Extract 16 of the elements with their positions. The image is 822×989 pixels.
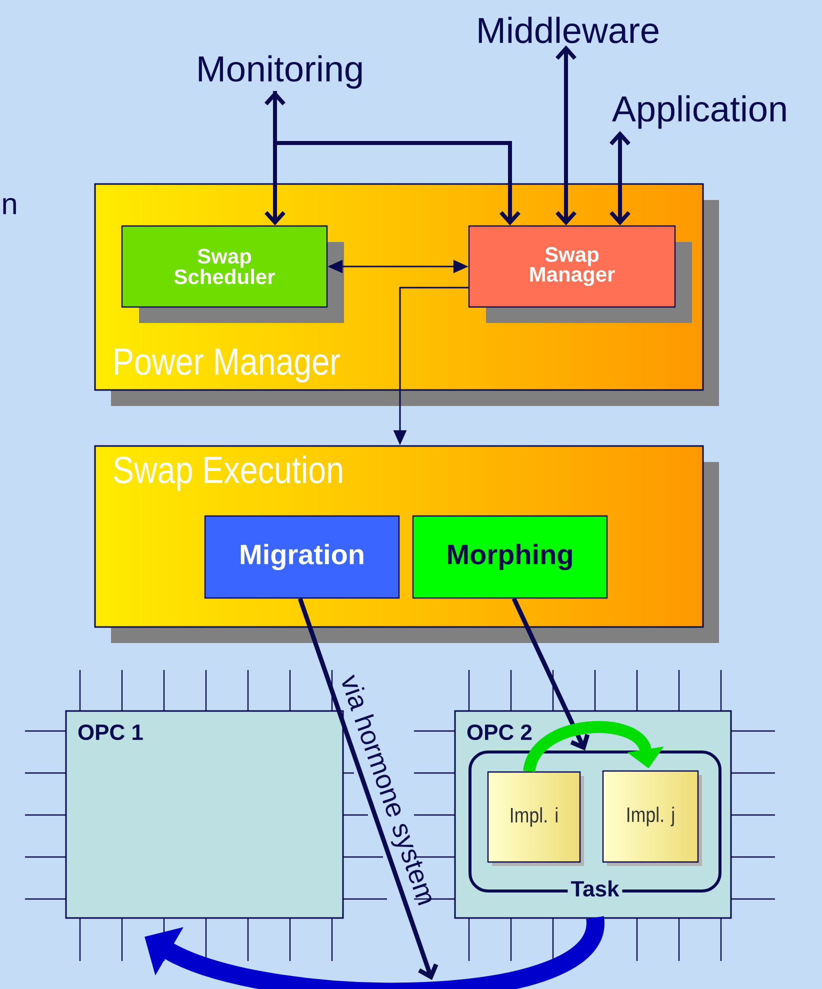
function-box: Migration [204,515,400,599]
heading-text: Application [612,95,786,129]
heading-text: Middleware [478,16,658,44]
arrow [273,91,520,226]
heading-text: Monitoring [198,55,362,89]
arrow [556,45,576,226]
cut-off-text: n [3,198,16,214]
function-box: Swap Manager [468,225,692,323]
arrow [610,131,630,226]
arrow [264,91,286,226]
function-box: Morphing [412,515,608,599]
arrow [512,598,590,750]
arrow [298,598,438,980]
implementation-box: Impl. j [602,770,702,866]
function-box: Swap Scheduler [121,225,344,323]
implementation-box: Impl. i [487,771,584,866]
